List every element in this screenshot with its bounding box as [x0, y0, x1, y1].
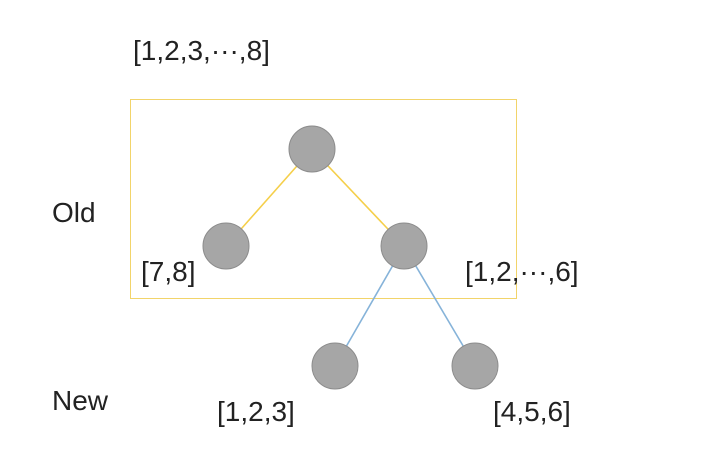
- node-old-right: [380, 222, 428, 270]
- edges-layer: [225, 148, 476, 367]
- node-root: [288, 125, 336, 173]
- new-right-leaf-range-label: [4,5,6]: [493, 396, 571, 427]
- nodes-layer: [202, 125, 499, 390]
- node-new-right: [451, 342, 499, 390]
- old-region-box: [130, 99, 517, 299]
- right-child-range-label: [1,2,···,6]: [465, 256, 579, 287]
- node-new-left: [311, 342, 359, 390]
- new-left-leaf-range-label: [1,2,3]: [217, 396, 295, 427]
- left-child-range-label: [7,8]: [141, 256, 195, 287]
- old-row-label: Old: [52, 197, 96, 228]
- node-old-left: [202, 222, 250, 270]
- top-range-label: [1,2,3,···,8]: [133, 35, 270, 66]
- new-row-label: New: [52, 385, 109, 416]
